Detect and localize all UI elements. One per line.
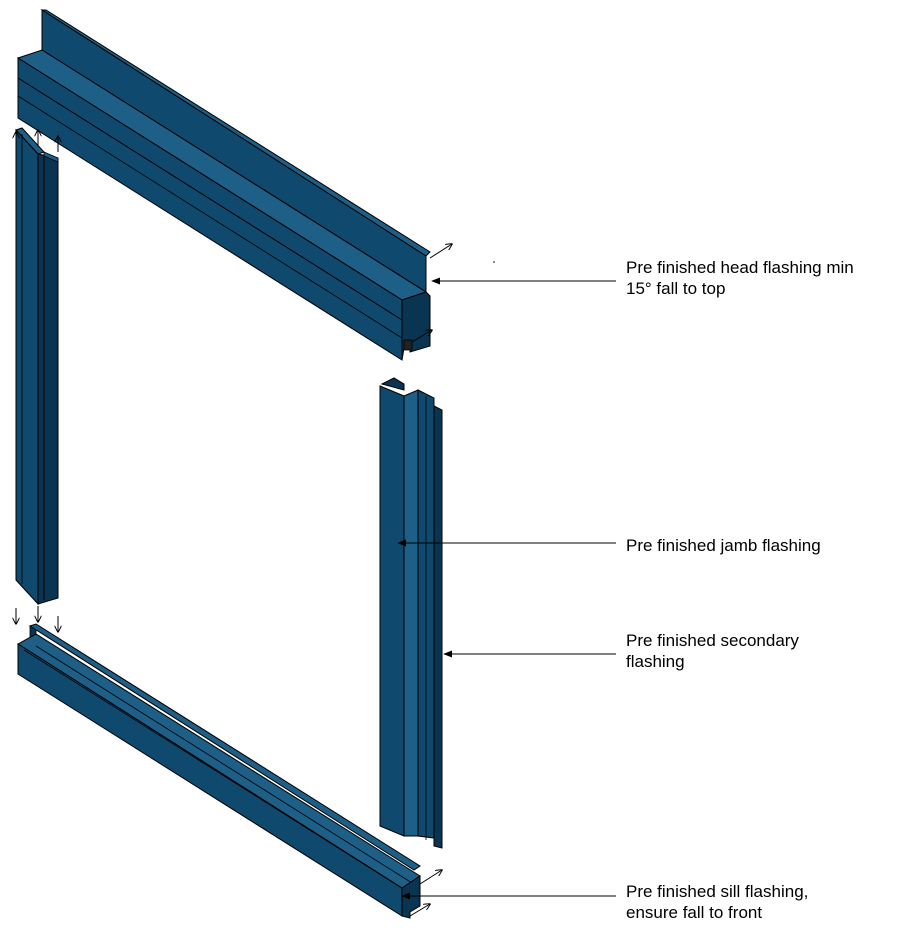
leader-lines <box>397 277 616 900</box>
label-jamb-flashing: Pre finished jamb flashing <box>626 535 821 556</box>
label-secondary-flashing: Pre finished secondary flashing <box>626 630 799 672</box>
label-head-flashing: Pre finished head flashing min 15° fall … <box>626 257 854 299</box>
left-jamb-flashing <box>16 127 58 632</box>
label-head-line1: Pre finished head flashing min <box>626 258 854 277</box>
label-head-line2: 15° fall to top <box>626 279 726 298</box>
label-secondary-line2: flashing <box>626 652 685 671</box>
sill-flashing <box>17 623 442 919</box>
right-jamb-flashing <box>379 377 443 849</box>
stray-dot <box>493 261 495 263</box>
label-secondary-line1: Pre finished secondary <box>626 631 799 650</box>
head-flashing <box>16 9 452 361</box>
label-jamb-line1: Pre finished jamb flashing <box>626 536 821 555</box>
label-sill-line2: ensure fall to front <box>626 903 763 922</box>
label-sill-flashing: Pre finished sill flashing, ensure fall … <box>626 881 808 923</box>
label-sill-line1: Pre finished sill flashing, <box>626 882 809 901</box>
